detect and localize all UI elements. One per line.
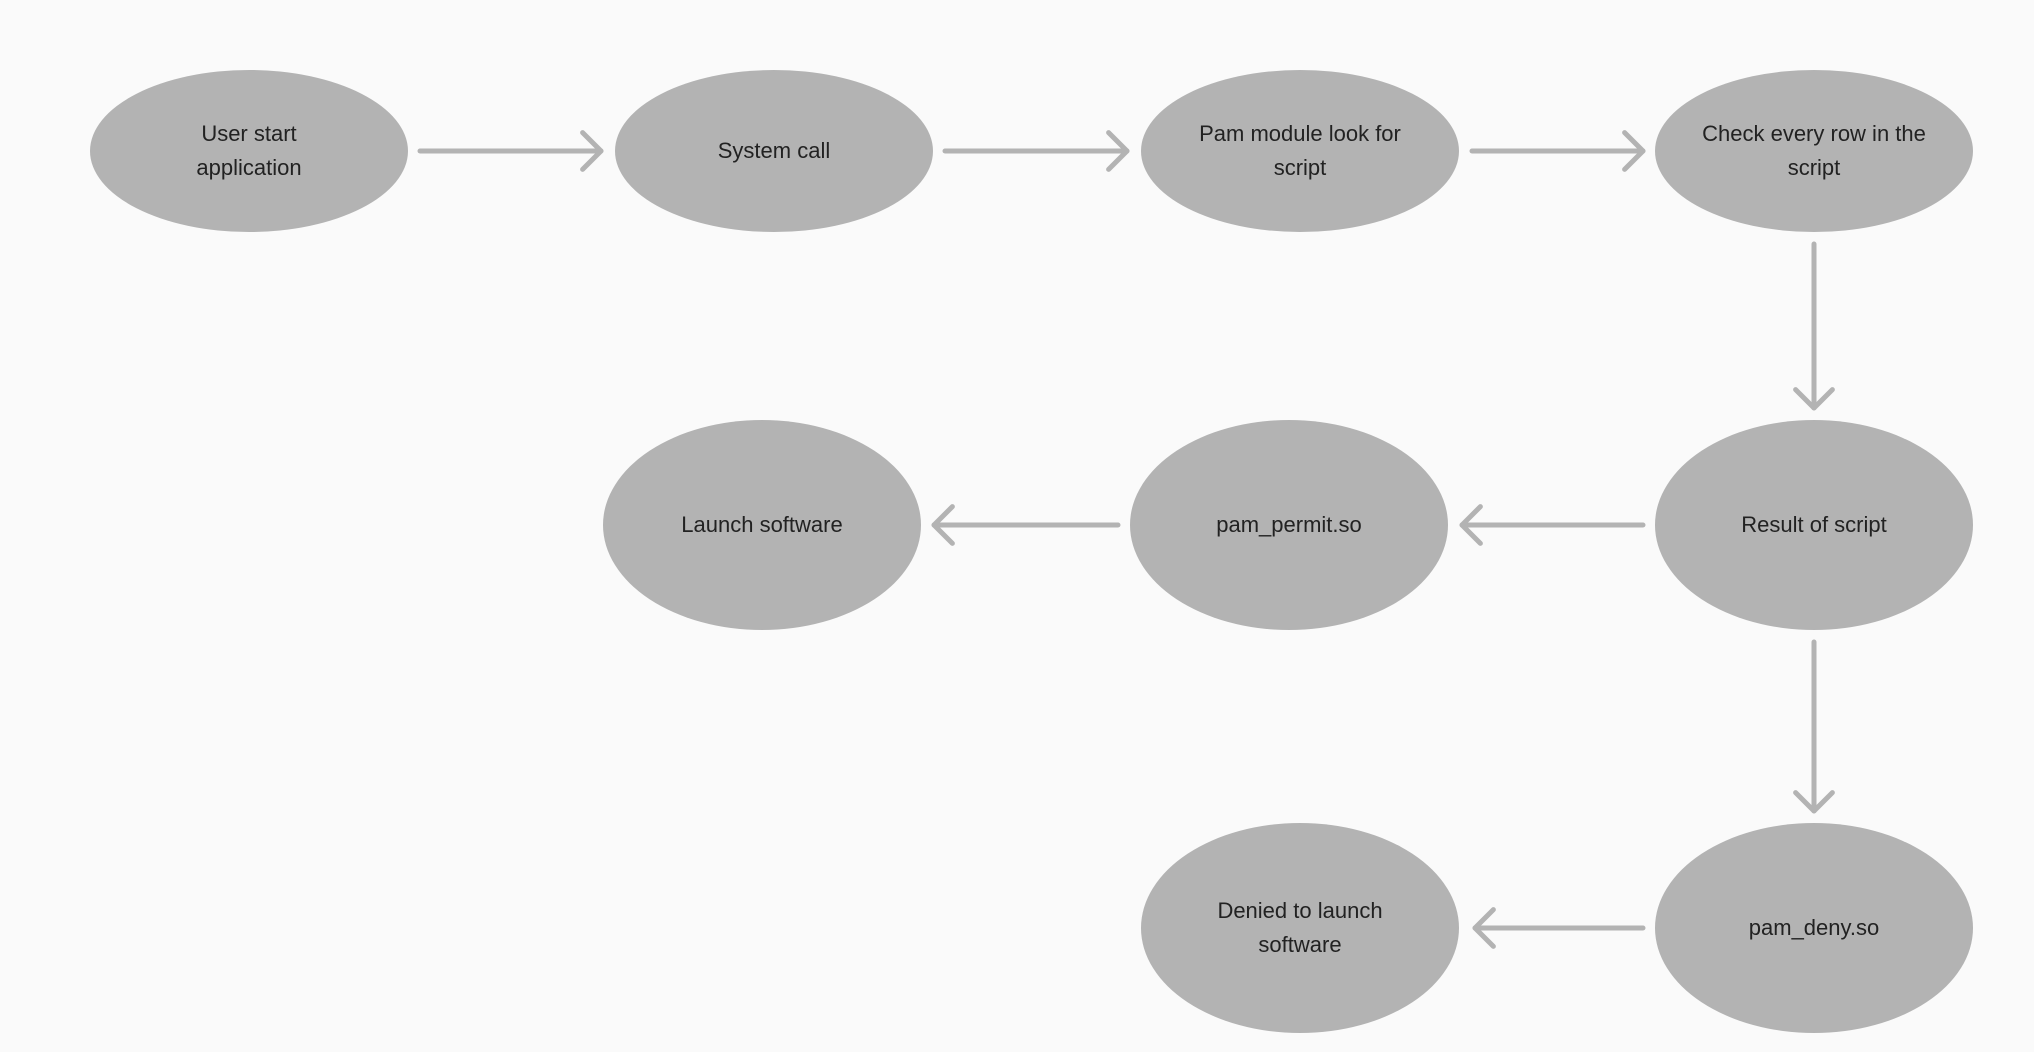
arrow-check-rows-to-result: [1793, 241, 1835, 411]
node-denied: Denied to launch software: [1141, 823, 1459, 1033]
ellipse-user-start: [90, 70, 408, 232]
node-launch-label: Launch software: [681, 512, 843, 537]
arrow-system-call-to-pam-module: [942, 130, 1130, 172]
ellipse-pam-module: [1141, 70, 1459, 232]
node-pam-module-label: Pam module look for script: [1199, 121, 1401, 180]
node-pam-permit-label: pam_permit.so: [1216, 512, 1362, 537]
node-user-start: User start application: [90, 70, 408, 232]
node-check-rows: Check every row in the script: [1655, 70, 1973, 232]
ellipse-system-call: [615, 70, 933, 232]
ellipse-denied: [1141, 823, 1459, 1033]
arrow-result-to-pam-deny: [1793, 639, 1835, 814]
ellipse-result: [1655, 420, 1973, 630]
node-result-label: Result of script: [1741, 512, 1887, 537]
node-system-call: System call: [615, 70, 933, 232]
node-denied-label: Denied to launch software: [1217, 898, 1383, 957]
arrow-result-to-pam-permit: [1459, 504, 1646, 546]
arrow-pam-deny-to-denied: [1472, 907, 1646, 949]
arrow-pam-module-to-check-rows: [1469, 130, 1646, 172]
ellipse-check-rows: [1655, 70, 1973, 232]
ellipse-launch: [603, 420, 921, 630]
arrow-user-start-to-system-call: [417, 130, 604, 172]
arrow-pam-permit-to-launch: [931, 504, 1121, 546]
node-pam-deny: pam_deny.so: [1655, 823, 1973, 1033]
ellipse-pam-permit: [1130, 420, 1448, 630]
node-launch: Launch software: [603, 420, 921, 630]
node-user-start-label: User start application: [196, 121, 302, 180]
node-result: Result of script: [1655, 420, 1973, 630]
node-pam-permit: pam_permit.so: [1130, 420, 1448, 630]
node-pam-module: Pam module look for script: [1141, 70, 1459, 232]
node-check-rows-label: Check every row in the script: [1702, 121, 1926, 180]
ellipse-pam-deny: [1655, 823, 1973, 1033]
node-pam-deny-label: pam_deny.so: [1748, 915, 1880, 940]
node-system-call-label: System call: [717, 138, 831, 163]
